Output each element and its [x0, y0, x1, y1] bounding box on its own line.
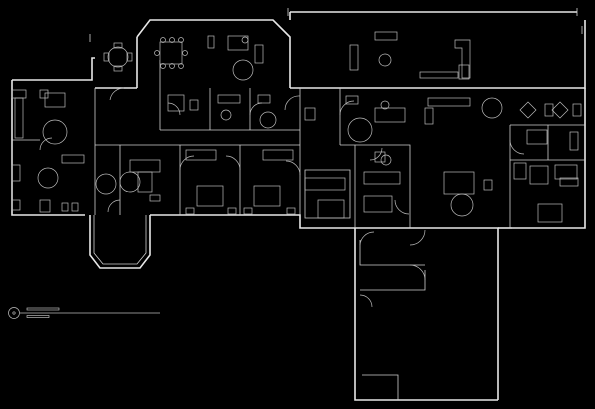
right-suite	[513, 129, 579, 223]
left-lower-room	[11, 154, 117, 213]
north-arrow-icon	[8, 307, 20, 319]
open-office	[345, 95, 582, 217]
central-rooms	[119, 149, 296, 215]
upper-lounge	[349, 31, 471, 80]
left-office	[11, 89, 68, 145]
window-markers	[89, 8, 583, 42]
round-table-group	[103, 42, 133, 72]
conference-room	[154, 35, 264, 81]
exterior-walls	[11, 11, 586, 401]
door-swings	[39, 87, 525, 308]
bath-suite	[304, 151, 401, 219]
restroom-block	[167, 94, 316, 129]
legend	[8, 307, 160, 319]
interior-walls	[11, 60, 585, 400]
